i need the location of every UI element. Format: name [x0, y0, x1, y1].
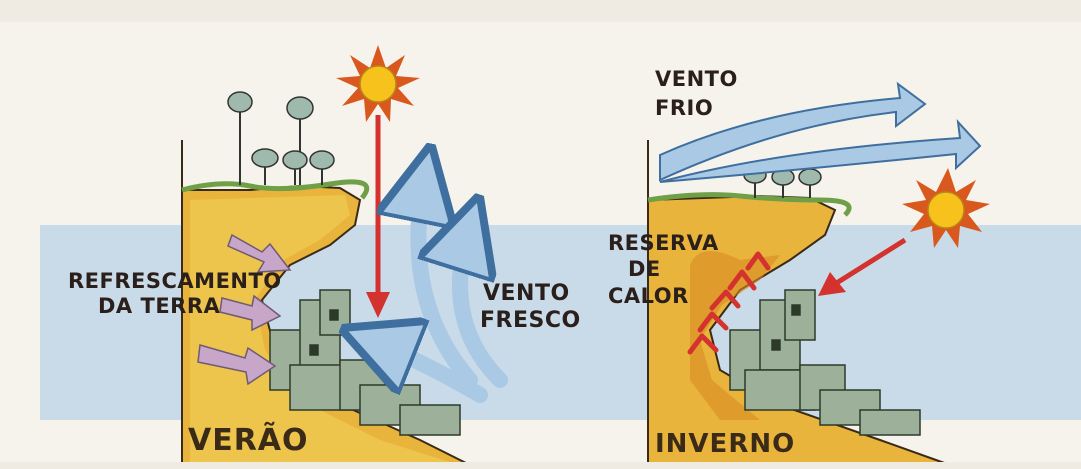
winter-panel: VENTO FRIO RESERVA DE CALOR INVERNO: [608, 67, 990, 466]
winter-sun-ray-arrow: [818, 237, 907, 296]
winter-wind-label: VENTO FRIO: [655, 67, 746, 120]
summer-wind-label: VENTO FRESCO: [480, 281, 581, 333]
winter-sun-icon: [902, 168, 990, 248]
summer-wind-arrows: [370, 175, 508, 403]
summer-trees: [227, 91, 335, 185]
winter-earth-glow: [690, 251, 780, 420]
summer-earth-shade: [190, 195, 450, 462]
summer-cooling-label: REFRESCAMENTO DA TERRA: [68, 269, 289, 318]
winter-heat-chevrons: [687, 251, 771, 355]
winter-reserve-label: RESERVA DE CALOR: [608, 231, 727, 308]
winter-season-label: INVERNO: [655, 429, 795, 459]
winter-buildings: [729, 289, 921, 436]
winter-grass: [647, 192, 852, 217]
page-bottom-strip: [0, 462, 1081, 469]
summer-panel: REFRESCAMENTO DA TERRA VENTO FRESCO VERÃ…: [68, 45, 581, 466]
summer-sun-icon: [336, 45, 420, 122]
summer-grass: [181, 179, 370, 200]
summer-cooling-arrows: [197, 233, 292, 386]
winter-wind-arrows: [659, 81, 982, 183]
summer-season-label: VERÃO: [188, 421, 309, 458]
page-header-strip: [0, 0, 1081, 22]
